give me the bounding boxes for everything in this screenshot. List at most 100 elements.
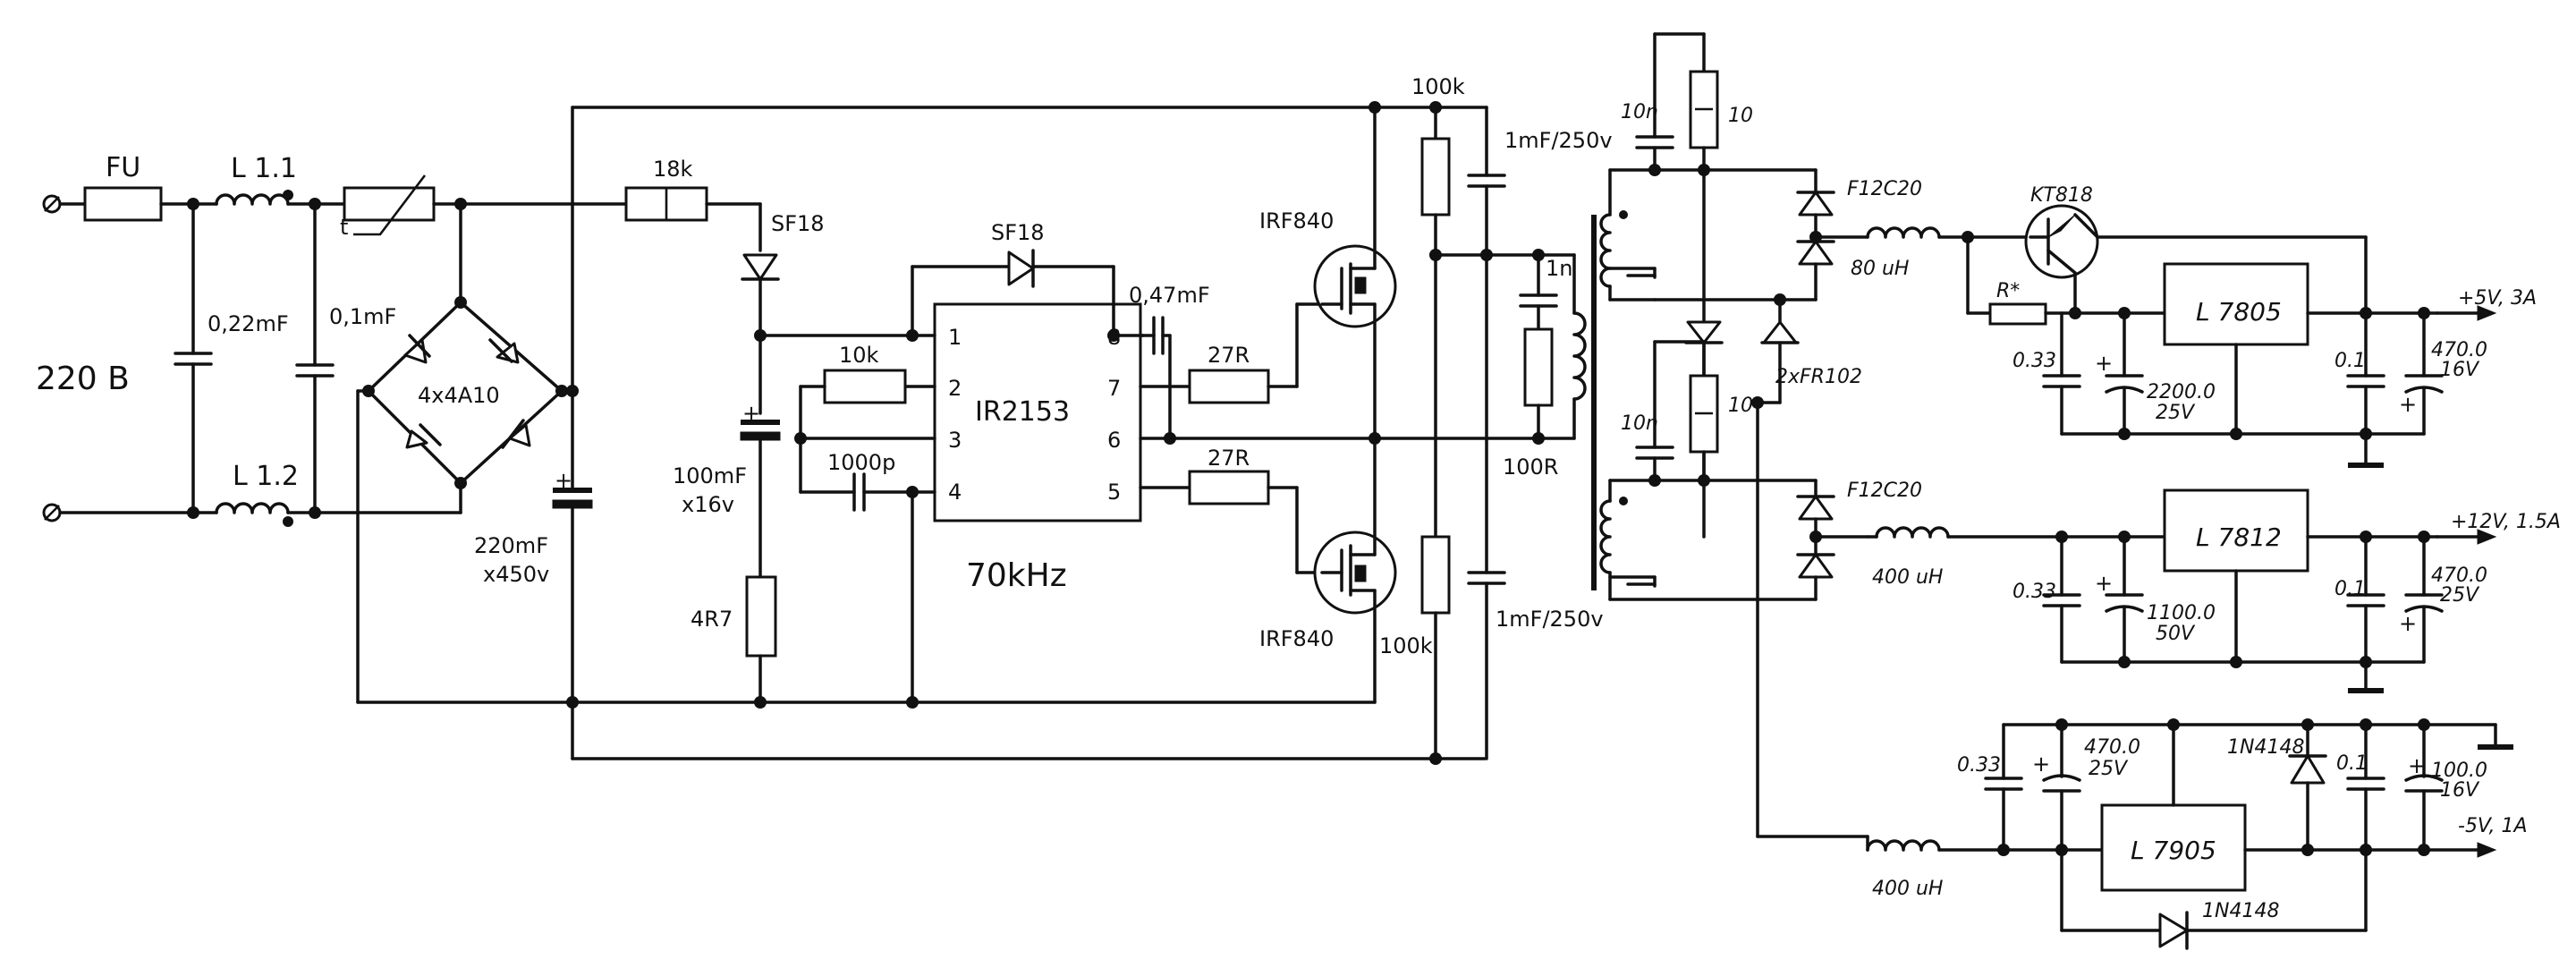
reg-7812-label: L 7812 <box>2196 522 2282 552</box>
resistor-18k-label: 18k <box>653 157 693 182</box>
snub-c2-label: 10n <box>1621 412 1658 435</box>
reg-7905-label: L 7905 <box>2131 836 2216 865</box>
out5-cout-el-v-label: 16V <box>2440 359 2480 381</box>
out12-cin-label: 0.33 <box>2012 581 2056 603</box>
snub-r1-label: 10 <box>1728 105 1753 127</box>
outm5-cin-el-v-label: 25V <box>2089 758 2129 780</box>
diode-sf18-boot <box>1007 250 1035 286</box>
ic-pin-1: 1 <box>948 325 962 350</box>
svg-text:+: + <box>2095 351 2113 376</box>
ic-pin-4: 4 <box>948 480 962 505</box>
output-5v: + + <box>1866 204 2497 468</box>
resistor-100k-bot-label: 100k <box>1379 633 1433 658</box>
mosfet-low-label: IRF840 <box>1259 626 1334 651</box>
out5-label: +5V, 3A <box>2458 287 2537 310</box>
choke-400uh-m5v-label: 400 uH <box>1872 878 1943 900</box>
output-minus5v: + + <box>1866 718 2513 950</box>
bulk-cap-value: 220mF <box>474 533 548 558</box>
snub-c1-label: 10n <box>1621 101 1658 123</box>
ic-ir2153 <box>933 302 1142 522</box>
input-terminal-bottom <box>42 503 62 522</box>
ic-pin-6: 6 <box>1107 428 1121 453</box>
diode-bridge <box>362 202 568 514</box>
input-section: 220 B FU L 1.1 t L 1.2 <box>36 152 628 704</box>
outm5-cin-el-label: 470.0 <box>2084 736 2140 759</box>
out5-cin-label: 0.33 <box>2012 350 2056 372</box>
outm5-cout-label: 0.1 <box>2336 752 2368 775</box>
resistor-27r-hi-label: 27R <box>1208 343 1250 368</box>
thermistor-label: t <box>340 215 348 240</box>
out12-cout-el-label: 470.0 <box>2431 565 2487 587</box>
cap-boot-label: 0,47mF <box>1129 283 1210 308</box>
choke-400uh-12v-label: 400 uH <box>1872 566 1943 589</box>
outm5-diode1-label: 1N4148 <box>2227 736 2304 759</box>
out12-cin-el-label: 1100.0 <box>2147 602 2216 624</box>
bulk-cap-voltage: x450v <box>483 562 549 587</box>
ic-pin-2: 2 <box>948 376 962 401</box>
resistor-100k-top-label: 100k <box>1411 74 1465 99</box>
resistor-10k <box>823 369 907 404</box>
choke-l11-label: L 1.1 <box>231 153 297 184</box>
input-cap-1-label: 0,22mF <box>208 311 289 336</box>
regulator-7805 <box>2163 262 2309 346</box>
cap-100mf-value: 100mF <box>673 463 747 488</box>
ic-pin-3: 3 <box>948 428 962 453</box>
out5-cout-label: 0.1 <box>2334 350 2366 372</box>
aux-diodes-label: 2xFR102 <box>1775 366 1862 388</box>
svg-text:+: + <box>2095 571 2113 596</box>
resistor-10k-label: 10k <box>839 343 879 368</box>
input-cap-2 <box>295 202 335 514</box>
reg-7805-label: L 7805 <box>2196 297 2282 327</box>
svg-text:+: + <box>742 401 760 426</box>
mosfet-low <box>1313 437 1397 704</box>
snubber-r-label: 100R <box>1503 454 1558 480</box>
outm5-cout-el-label: 100.0 <box>2431 760 2487 782</box>
cap-bot-label: 1mF/250v <box>1496 607 1604 632</box>
secondary-1 <box>1599 32 1869 838</box>
svg-text:+: + <box>2399 611 2417 636</box>
half-bridge-divider <box>1420 101 1587 765</box>
primary-winding <box>1572 311 1587 401</box>
snubber-c-label: 1n <box>1546 256 1572 281</box>
choke-l11 <box>215 190 293 206</box>
out5-cin-el-label: 2200.0 <box>2147 381 2216 403</box>
outm5-cin-label: 0.33 <box>1957 754 2001 777</box>
snub-r2-label: 10 <box>1728 395 1753 417</box>
resistor-27r-hi <box>1188 369 1270 404</box>
input-voltage-label: 220 B <box>36 361 130 397</box>
bulk-capacitor: + <box>552 468 593 760</box>
out12-cin-el-v-label: 50V <box>2156 623 2196 645</box>
out12-label: +12V, 1.5A <box>2451 511 2561 533</box>
resistor-27r-lo <box>1188 470 1270 505</box>
transistor-kt818-label: KT818 <box>2030 184 2093 207</box>
resistor-27r-lo-label: 27R <box>1208 446 1250 471</box>
resistor-4r7 <box>745 575 777 658</box>
out5-cin-el-v-label: 25V <box>2156 402 2196 424</box>
svg-text:+: + <box>555 468 572 493</box>
ic-name: IR2153 <box>975 396 1070 428</box>
choke-l12-label: L 1.2 <box>233 461 299 492</box>
resistor-100k-bot <box>1420 535 1451 615</box>
choke-80uh-label: 80 uH <box>1851 258 1909 280</box>
svg-text:+: + <box>2399 392 2417 417</box>
choke-l12 <box>215 502 293 527</box>
cap-1000p-label: 1000p <box>827 450 895 475</box>
diode-sf18-supply <box>742 253 778 281</box>
dc-rails <box>356 106 1487 760</box>
out12-cout-el-v-label: 25V <box>2440 584 2480 607</box>
mosfet-high-label: IRF840 <box>1259 208 1334 234</box>
outm5-label: -5V, 1A <box>2458 815 2528 837</box>
out12-cout-label: 0.1 <box>2334 578 2366 600</box>
secondary-2 <box>1599 340 1869 601</box>
resistor-rstar-label: R* <box>1996 280 2020 302</box>
mosfet-high <box>1313 106 1397 440</box>
cap-top-label: 1mF/250v <box>1504 128 1613 153</box>
diode-sf18-boot-label: SF18 <box>991 220 1045 245</box>
thermistor <box>343 174 436 236</box>
resistor-100r <box>1523 327 1554 407</box>
fuse <box>83 186 163 222</box>
ic-frequency: 70kHz <box>966 557 1067 594</box>
bridge-label: 4x4A10 <box>418 383 500 408</box>
resistor-100k-top <box>1420 137 1451 217</box>
